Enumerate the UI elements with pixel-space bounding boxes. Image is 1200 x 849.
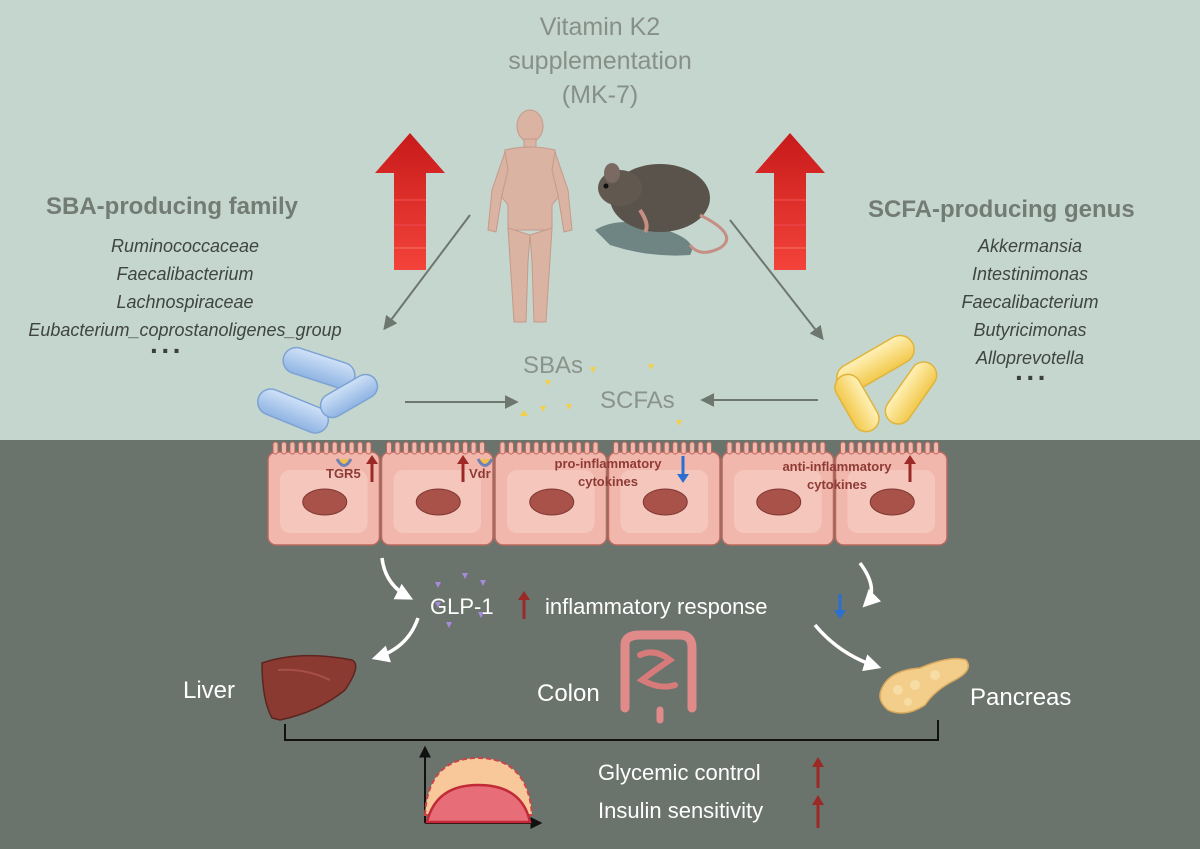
- epithelial-cell: [494, 441, 608, 546]
- tgr5-up-arrow-icon: [366, 455, 378, 482]
- pancreas-icon: [879, 657, 970, 714]
- sba-family-heading: SBA-producing family: [46, 193, 299, 220]
- pro-inflammatory-label: pro-inflammatory cytokines: [554, 456, 662, 489]
- tgr5-label: TGR5: [326, 466, 361, 481]
- epithelial-cell: [380, 441, 494, 546]
- anti-inflammatory-label: anti-inflammatory cytokines: [782, 459, 892, 492]
- arrow-inflammation-to-pancreas: [813, 623, 882, 672]
- scfa-genus-list: Akkermansia Intestinimonas Faecalibacter…: [930, 232, 1130, 372]
- epithelial-cell: [721, 441, 835, 546]
- insulin-sensitivity-label: Insulin sensitivity: [598, 798, 764, 823]
- colon-label: Colon: [537, 680, 600, 707]
- scfa-bacteria-icon: [834, 334, 938, 433]
- sba-bacteria-icon: [256, 346, 379, 434]
- list-item: Faecalibacterium: [116, 264, 254, 284]
- pancreas-label: Pancreas: [970, 684, 1072, 711]
- arrow-cells-to-inflammation: [858, 561, 882, 608]
- list-item: Faecalibacterium: [961, 292, 1099, 312]
- arrow-cells-to-glp1: [380, 557, 414, 600]
- epithelial-cell: [267, 441, 381, 546]
- epithelial-cell-layer: [267, 441, 948, 546]
- metabolite-particles: [520, 364, 682, 426]
- glycemic-up-arrow-icon: [812, 757, 824, 788]
- list-item: Lachnospiraceae: [116, 292, 254, 312]
- vdr-receptor-icon: [476, 458, 494, 467]
- mouse-icon: [595, 163, 729, 256]
- sbas-label: SBAs: [523, 352, 584, 379]
- glp1-particles: [435, 573, 486, 628]
- list-item: Akkermansia: [977, 236, 1083, 256]
- list-item: Butyricimonas: [973, 320, 1087, 340]
- inflammation-down-arrow-icon: [834, 594, 846, 619]
- organs-bracket: [284, 720, 939, 741]
- list-item: Ruminococcaceae: [110, 236, 260, 256]
- glycemic-control-label: Glycemic control: [598, 760, 761, 785]
- sba-more: ···: [150, 335, 184, 366]
- pro-inflammatory-down-arrow-icon: [677, 456, 689, 483]
- sba-family-list: Ruminococcaceae Faecalibacterium Lachnos…: [5, 232, 365, 344]
- scfas-label: SCFAs: [600, 387, 675, 414]
- arrow-to-sba-bacteria: [383, 214, 471, 331]
- insulin-up-arrow-icon: [812, 795, 824, 828]
- tgr5-receptor-icon: [335, 458, 353, 467]
- liver-icon: [261, 654, 357, 721]
- up-arrow-icon-left: [375, 133, 445, 270]
- epithelial-cell: [607, 441, 721, 546]
- list-item: Alloprevotella: [975, 348, 1085, 368]
- inflammatory-response-label: inflammatory response: [545, 594, 768, 619]
- up-arrow-icon-right: [755, 133, 825, 270]
- arrow-to-scfa-bacteria: [729, 219, 824, 341]
- colon-icon: [620, 630, 697, 724]
- glp1-up-arrow-icon: [518, 591, 530, 619]
- arrow-glp1-to-liver: [371, 617, 420, 663]
- human-icon: [487, 109, 573, 323]
- supplement-title: Vitamin K2 supplementation (MK-7): [508, 13, 692, 109]
- liver-label: Liver: [183, 677, 236, 704]
- scfa-more: ···: [1015, 362, 1049, 393]
- scfa-genus-heading: SCFA-producing genus: [868, 196, 1135, 223]
- list-item: Eubacterium_coprostanoligenes_group: [28, 320, 342, 340]
- vdr-label: Vdr: [469, 466, 491, 481]
- list-item: Intestinimonas: [971, 264, 1089, 284]
- epithelial-cell: [834, 441, 948, 546]
- glucose-curve-icon: [419, 745, 543, 829]
- anti-inflammatory-up-arrow-icon: [904, 455, 916, 482]
- vdr-up-arrow-icon: [457, 455, 469, 482]
- lumen-background: [0, 0, 1200, 440]
- glp1-label: GLP-1: [430, 594, 494, 619]
